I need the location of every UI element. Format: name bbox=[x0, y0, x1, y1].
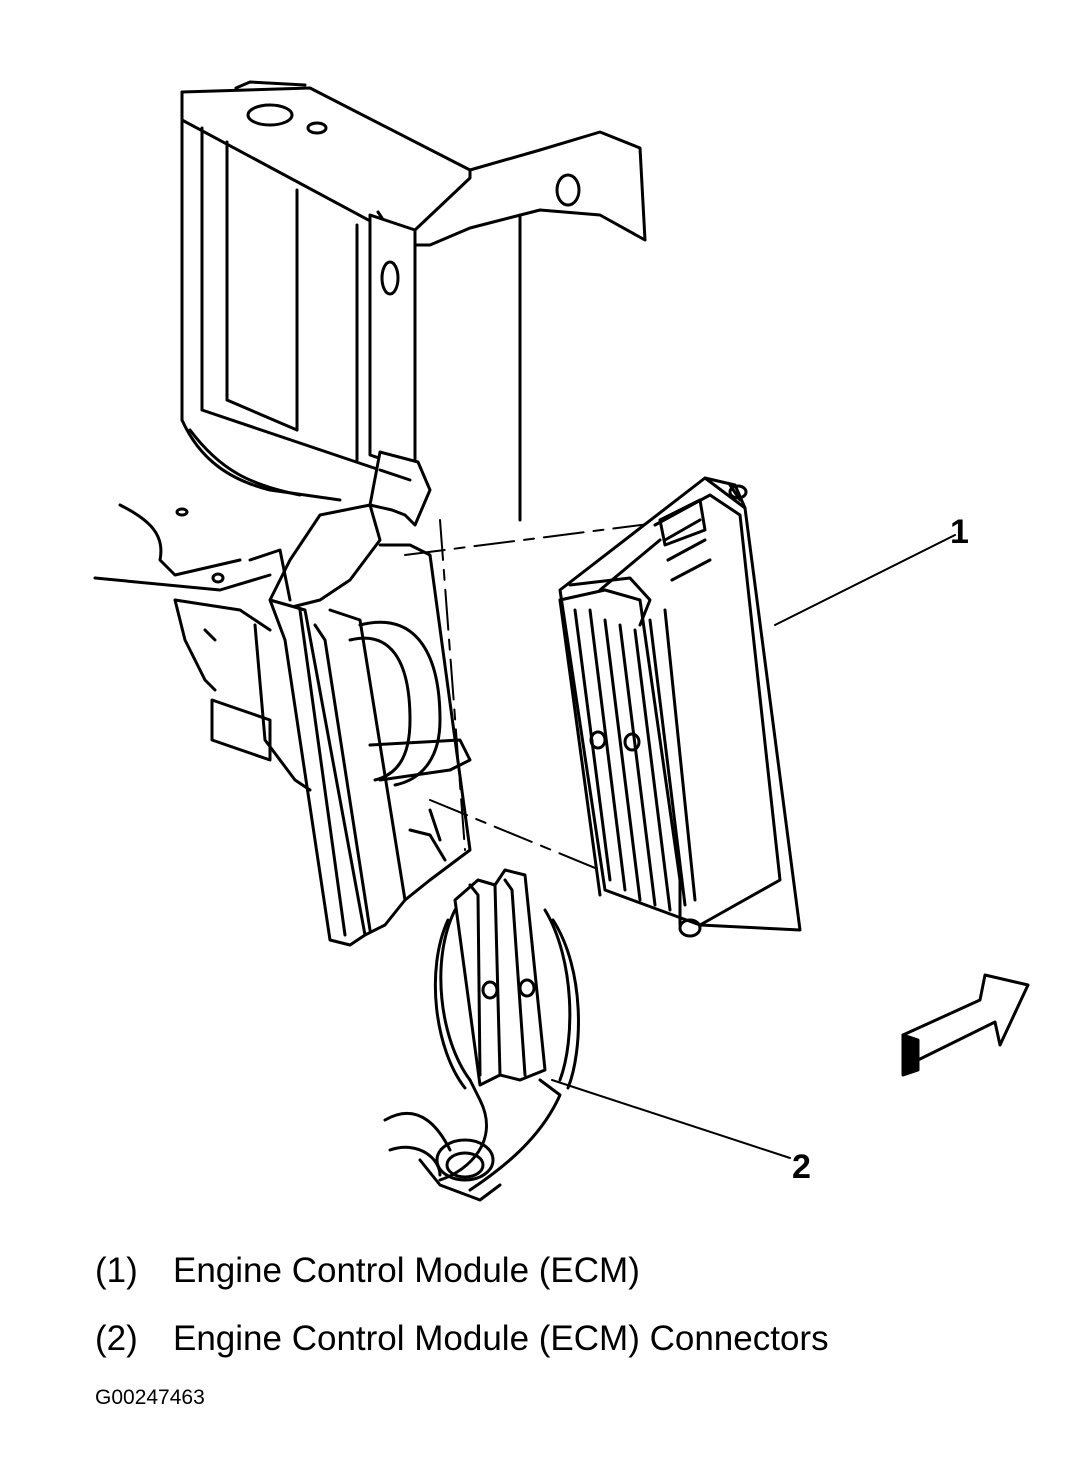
leader-line-2 bbox=[551, 1079, 791, 1159]
legend-number: (1) bbox=[95, 1251, 138, 1290]
ecm-mounting-bracket bbox=[248, 450, 472, 947]
ecm-location-illustration bbox=[93, 80, 1030, 1202]
legend-text: Engine Control Module (ECM) bbox=[173, 1251, 640, 1290]
radiator-support-frame bbox=[93, 80, 647, 762]
front-arrow-icon bbox=[901, 973, 1030, 1077]
leader-lines bbox=[551, 534, 956, 1159]
callout-ecm: 1 bbox=[950, 513, 969, 551]
figure-id: G00247463 bbox=[95, 1386, 205, 1409]
legend-text: Engine Control Module (ECM) Connectors bbox=[173, 1319, 829, 1358]
legend-number: (2) bbox=[95, 1319, 138, 1358]
leader-line-1 bbox=[774, 534, 956, 626]
callout-connectors: 2 bbox=[792, 1148, 811, 1186]
ecm-module bbox=[558, 476, 802, 938]
ecm-connectors bbox=[383, 868, 580, 1202]
legend-item-connectors: (2) Engine Control Module (ECM) Connector… bbox=[95, 1321, 829, 1356]
legend-item-ecm: (1) Engine Control Module (ECM) bbox=[95, 1253, 640, 1288]
